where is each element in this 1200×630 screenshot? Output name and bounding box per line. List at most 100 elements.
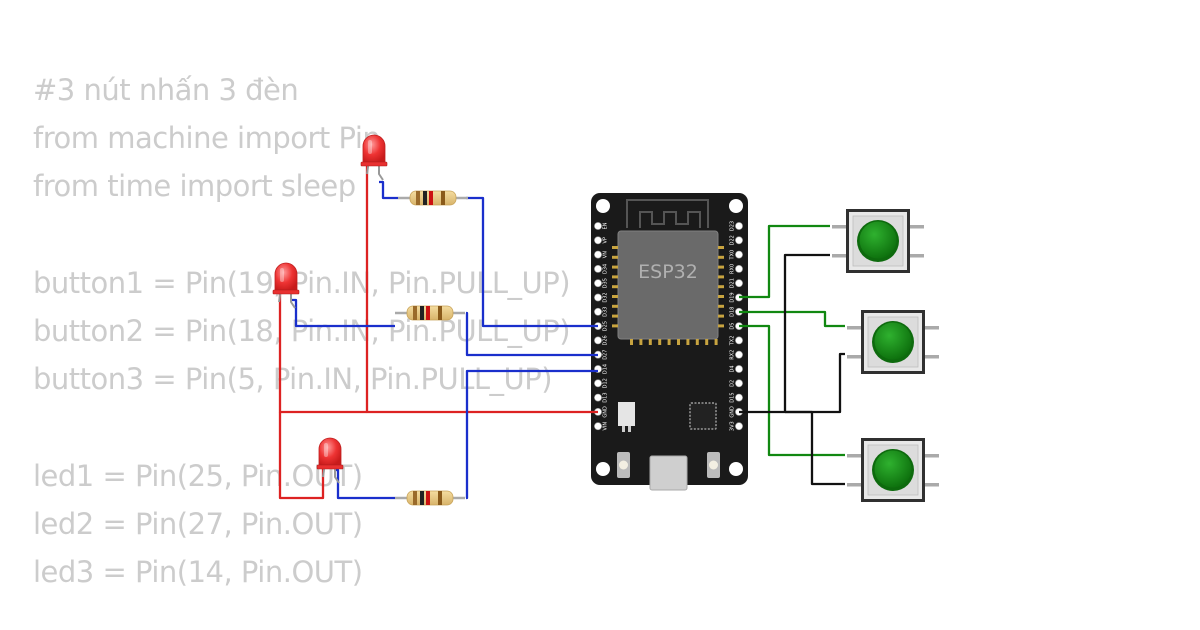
- board-label: ESP32: [638, 261, 698, 283]
- header-pin[interactable]: [594, 250, 602, 259]
- header-pin[interactable]: [735, 336, 743, 345]
- code-line: led2 = Pin(27, Pin.OUT): [33, 506, 363, 541]
- voltage-regulator: [618, 402, 635, 426]
- pin-label: GND: [730, 406, 736, 418]
- module-pad: [718, 314, 724, 318]
- module-pad: [686, 339, 690, 345]
- led-2[interactable]: [272, 262, 300, 309]
- header-pin[interactable]: [594, 379, 602, 388]
- module-pad: [718, 275, 724, 279]
- header-pin[interactable]: [594, 293, 602, 302]
- pin-label: GND: [603, 406, 609, 418]
- module-pad: [718, 324, 724, 328]
- module-pad: [612, 324, 618, 328]
- pin-label: D27: [603, 350, 609, 360]
- code-line: button1 = Pin(19, Pin.IN, Pin.PULL_UP): [33, 265, 571, 300]
- pin-label: RX0: [730, 264, 736, 274]
- module-pad: [612, 246, 618, 249]
- module-pad: [612, 314, 618, 318]
- pin-label: TX2: [730, 336, 736, 347]
- module-pad: [718, 295, 724, 298]
- header-pin[interactable]: [594, 393, 602, 402]
- pin-label: D19: [730, 292, 736, 302]
- module-pad: [695, 339, 699, 345]
- module-pad: [612, 304, 618, 308]
- header-pin[interactable]: [594, 264, 602, 273]
- header-pin[interactable]: [735, 279, 743, 288]
- module-pad: [612, 265, 618, 269]
- pin-label: D14: [603, 364, 609, 374]
- module-pad: [612, 275, 618, 279]
- module-pad: [718, 304, 724, 308]
- header-pin[interactable]: [594, 236, 602, 245]
- pin-label: D4: [730, 365, 736, 372]
- pin-label: TX0: [730, 250, 736, 261]
- esp32-board[interactable]: ESP32 ENVPVND34D35D32D33D25D26D27D14D12D…: [591, 193, 748, 491]
- module-pad: [718, 255, 724, 259]
- module-pad: [639, 339, 643, 345]
- pin-label: D21: [730, 278, 736, 288]
- header-pin[interactable]: [594, 336, 602, 345]
- header-pin[interactable]: [735, 379, 743, 388]
- pin-label: 3V3: [730, 421, 736, 431]
- pin-label: VP: [603, 237, 609, 243]
- header-pin[interactable]: [735, 250, 743, 259]
- header-pin[interactable]: [735, 236, 743, 245]
- pin-label: D2: [730, 380, 736, 387]
- pin-label: D33: [603, 307, 609, 317]
- pin-label: D13: [603, 392, 609, 402]
- header-pin[interactable]: [594, 422, 602, 431]
- module-pad: [648, 339, 652, 345]
- led-3[interactable]: [316, 437, 344, 484]
- module-pad: [705, 339, 709, 345]
- header-pin[interactable]: [735, 350, 743, 359]
- module-pad: [718, 246, 724, 249]
- header-pin[interactable]: [735, 222, 743, 230]
- module-pad: [714, 339, 718, 345]
- module-pad: [677, 339, 680, 345]
- code-line: from time import sleep: [33, 169, 356, 204]
- pin-label: D26: [603, 335, 609, 345]
- usb-port: [649, 455, 688, 491]
- resistor-3[interactable]: [395, 490, 465, 506]
- header-pin[interactable]: [735, 393, 743, 402]
- pin-label: D18: [730, 307, 736, 317]
- pushbutton-1[interactable]: [832, 209, 924, 273]
- code-line: from machine import Pin: [33, 121, 381, 156]
- code-line: button3 = Pin(5, Pin.IN, Pin.PULL_UP): [33, 362, 553, 397]
- header-pin[interactable]: [735, 422, 743, 431]
- pushbutton-2[interactable]: [847, 310, 939, 374]
- pin-label: D22: [730, 235, 736, 245]
- header-pin[interactable]: [735, 365, 743, 373]
- header-pin[interactable]: [594, 307, 602, 316]
- module-pad: [718, 265, 724, 269]
- pin-label: D25: [603, 321, 609, 331]
- module-pad: [630, 339, 633, 345]
- resistor-1[interactable]: [398, 190, 468, 206]
- pin-label: D23: [730, 221, 736, 231]
- pushbutton-3[interactable]: [847, 438, 939, 502]
- pin-label: D32: [603, 292, 609, 302]
- wires: [278, 160, 845, 500]
- module-pad: [612, 295, 618, 298]
- pin-label: D15: [730, 392, 736, 402]
- pin-label: D35: [603, 278, 609, 288]
- pin-label: D34: [603, 264, 609, 274]
- usb-uart-chip: [689, 402, 717, 430]
- pin-label: RX2: [730, 350, 736, 360]
- module-pad: [658, 339, 662, 345]
- pin-label: D12: [603, 378, 609, 388]
- pin-label: VN: [603, 251, 609, 258]
- code-line: led1 = Pin(25, Pin.OUT): [33, 458, 363, 493]
- resistor-2[interactable]: [395, 305, 465, 321]
- header-pin[interactable]: [594, 279, 602, 288]
- module-pad: [612, 255, 618, 259]
- code-line: #3 nút nhấn 3 đèn: [33, 73, 299, 107]
- led-1[interactable]: [360, 134, 388, 181]
- header-pin[interactable]: [735, 264, 743, 273]
- esp32-module: [617, 230, 719, 340]
- header-pin[interactable]: [594, 222, 602, 230]
- pin-label: EN: [603, 222, 609, 229]
- code-line: led3 = Pin(14, Pin.OUT): [33, 554, 363, 589]
